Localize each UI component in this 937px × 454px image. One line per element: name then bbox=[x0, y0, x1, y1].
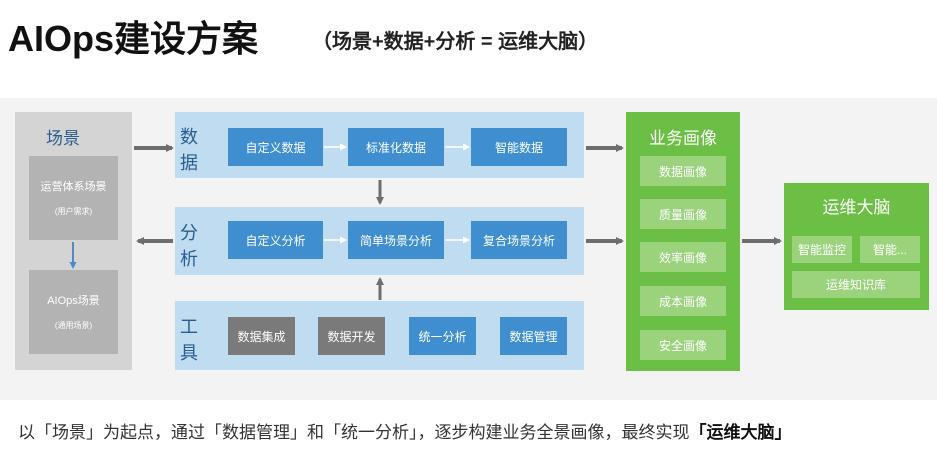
footer-summary: 以「场景」为起点，通过「数据管理」和「统一分析」，逐步构建业务全景画像，最终实现… bbox=[18, 418, 792, 443]
data-management-box: 数据管理 bbox=[500, 317, 567, 355]
compound-scene-analysis-box: 复合场景分析 bbox=[471, 221, 567, 259]
scene-ops-system-title: 运营体系场景 bbox=[40, 181, 107, 193]
smart-monitoring-box: 智能监控 bbox=[792, 236, 852, 263]
unified-analysis-box: 统一分析 bbox=[409, 317, 476, 355]
data-label-2: 据 bbox=[180, 153, 198, 173]
footer-text: 以「场景」为起点，通过「数据管理」和「统一分析」，逐步构建业务全景画像，最终实现 bbox=[18, 423, 690, 442]
scene-ops-system-sub: (用户需求) bbox=[54, 207, 93, 216]
custom-data-box: 自定义数据 bbox=[228, 128, 323, 166]
tools-label-1: 工 bbox=[180, 317, 198, 337]
profile-security-box: 安全画像 bbox=[640, 330, 726, 360]
data-development-box: 数据开发 bbox=[318, 317, 385, 355]
tools-label-2: 具 bbox=[180, 343, 198, 363]
footer-highlight: 「运维大脑」 bbox=[689, 423, 792, 442]
business-profile-panel bbox=[626, 112, 740, 371]
scene-ops-system-box: 运营体系场景 (用户需求) bbox=[29, 156, 118, 240]
profile-data-box: 数据画像 bbox=[640, 156, 726, 186]
profile-cost-box: 成本画像 bbox=[640, 286, 726, 316]
ops-brain-title: 运维大脑 bbox=[822, 198, 891, 217]
page-subtitle: （场景+数据+分析 = 运维大脑） bbox=[312, 31, 599, 53]
business-profile-title: 业务画像 bbox=[649, 129, 717, 148]
simple-scene-analysis-box: 简单场景分析 bbox=[348, 221, 444, 259]
smart-data-box: 智能数据 bbox=[471, 128, 567, 166]
profile-quality-box: 质量画像 bbox=[640, 199, 726, 229]
smart-more-box: 智能... bbox=[860, 236, 920, 263]
custom-analysis-box: 自定义分析 bbox=[228, 221, 323, 259]
scene-aiops-sub: (通用场景) bbox=[54, 321, 93, 330]
analysis-label-2: 析 bbox=[180, 249, 198, 269]
scene-aiops-title: AIOps场景 bbox=[47, 295, 100, 307]
ops-knowledge-base-box: 运维知识库 bbox=[792, 271, 920, 298]
scene-label: 场景 bbox=[46, 129, 80, 148]
data-label-1: 数 bbox=[180, 127, 198, 147]
scene-aiops-box: AIOps场景 (通用场景) bbox=[29, 270, 118, 354]
profile-efficiency-box: 效率画像 bbox=[640, 242, 726, 272]
page-title: AIOps建设方案 bbox=[8, 18, 259, 59]
standard-data-box: 标准化数据 bbox=[348, 128, 444, 166]
analysis-label-1: 分 bbox=[180, 223, 198, 243]
data-integration-box: 数据集成 bbox=[228, 317, 295, 355]
